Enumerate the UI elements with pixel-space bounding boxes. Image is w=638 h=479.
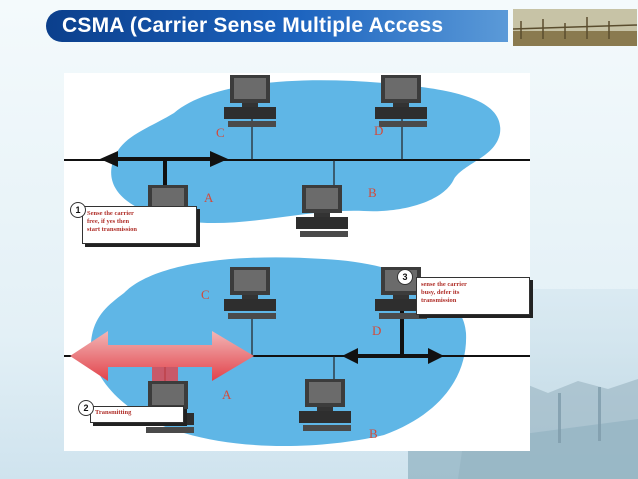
step3-note-line: transmission bbox=[421, 297, 457, 305]
top-computer-b bbox=[296, 185, 348, 237]
step2-badge: 2 bbox=[78, 400, 94, 416]
step2-note: Transmitting bbox=[90, 406, 184, 423]
step3-badge: 3 bbox=[397, 269, 413, 285]
step3-note-line: sense the carrier bbox=[421, 281, 467, 288]
bottom-label-a: A bbox=[222, 387, 232, 402]
title-bar bbox=[46, 10, 508, 42]
bottom-label-b: B bbox=[369, 426, 378, 441]
step1-note-line: free, if yes then bbox=[87, 218, 130, 226]
diagram-artwork bbox=[64, 75, 530, 446]
slide-title: CSMA (Carrier Sense Multiple Access bbox=[62, 14, 444, 37]
step1-note-line: start transmission bbox=[87, 226, 138, 234]
top-label-c: C bbox=[216, 125, 225, 140]
csma-diagram: C D A B C D A B Sense the carrier free, … bbox=[64, 73, 530, 451]
bottom-label-d: D bbox=[372, 323, 382, 338]
step1-note-line: Sense the carrier bbox=[87, 210, 134, 217]
top-label-a: A bbox=[204, 190, 214, 205]
step2-note-text: Transmitting bbox=[95, 409, 132, 416]
step3-note: sense the carrier busy, defer its transm… bbox=[416, 277, 530, 315]
bottom-label-c: C bbox=[201, 287, 210, 302]
step3-note-line: busy, defer its bbox=[421, 289, 460, 297]
top-label-b: B bbox=[368, 185, 377, 200]
header-photo bbox=[513, 9, 637, 46]
step1-badge: 1 bbox=[70, 202, 86, 218]
transmit-arrow bbox=[70, 331, 254, 381]
step1-note: Sense the carrier free, if yes then star… bbox=[82, 206, 197, 244]
top-label-d: D bbox=[374, 123, 384, 138]
